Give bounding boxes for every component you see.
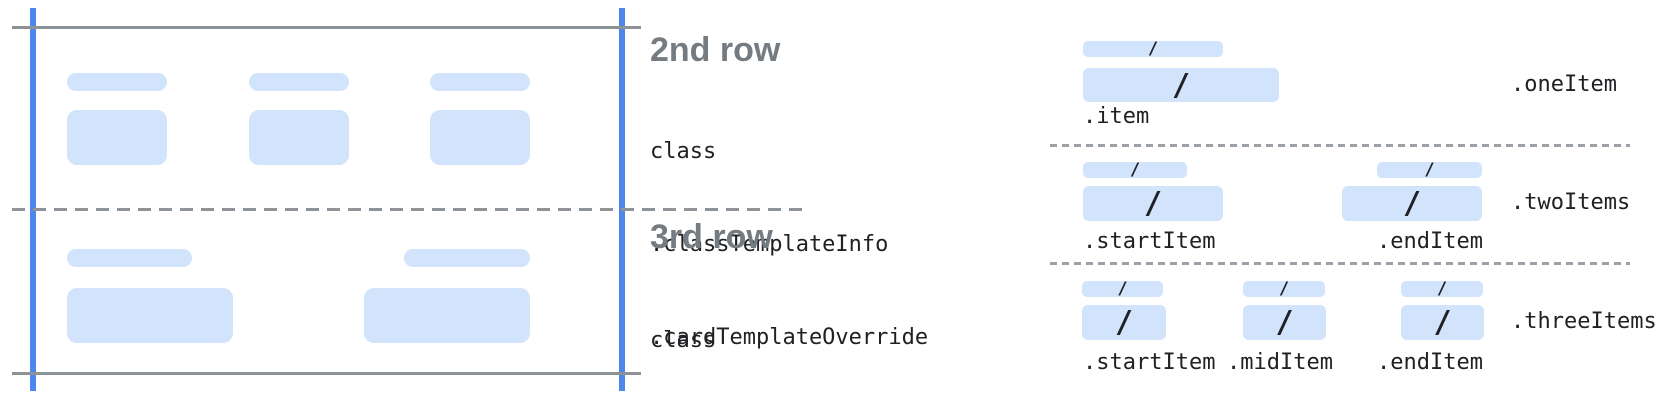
third-row-class-path: class .classTemplateInfo .cardTemplateOv… <box>650 263 968 412</box>
slash-glyph: / <box>1436 279 1448 299</box>
slash-glyph: / <box>1129 160 1141 180</box>
three-items-layout-label: .threeItems <box>1511 309 1657 334</box>
item-value-bar: / <box>1083 186 1223 221</box>
field-value-box <box>67 288 233 343</box>
row-divider-dashed-line <box>12 208 805 211</box>
start-item-field-label: .startItem <box>1083 350 1216 375</box>
item-value-bar: / <box>1342 186 1482 221</box>
layout-divider-dotted-line <box>1050 262 1630 265</box>
item-value-bar: / <box>1083 67 1279 103</box>
card-right-guide-line <box>619 8 625 391</box>
field-value-box <box>67 110 167 165</box>
item-label-bar: / <box>1082 279 1163 299</box>
code-line: class <box>650 328 717 353</box>
item-label-bar: / <box>1083 39 1223 59</box>
code-line: class <box>650 139 717 164</box>
item-field-label: .item <box>1083 104 1150 129</box>
second-row-heading: 2nd row <box>650 31 781 69</box>
slash-glyph: / <box>1147 39 1159 59</box>
item-value-bar: / <box>1401 305 1484 340</box>
slash-glyph: / <box>1278 279 1290 299</box>
field-label-bar <box>249 73 349 91</box>
slash-glyph: / <box>1171 67 1191 103</box>
second-row-class-path: class .classTemplateInfo .cardTemplateOv… <box>650 74 968 412</box>
field-label-bar <box>67 249 192 267</box>
item-label-bar: / <box>1083 160 1187 180</box>
one-item-layout-label: .oneItem <box>1511 72 1617 97</box>
third-row-heading: 3rd row <box>650 218 773 256</box>
slash-glyph: / <box>1433 305 1452 340</box>
field-value-box <box>430 110 530 165</box>
slash-glyph: / <box>1143 186 1163 221</box>
end-item-field-label: .endItem <box>1377 350 1483 375</box>
slash-glyph: / <box>1424 160 1435 180</box>
card-left-guide-line <box>30 8 36 391</box>
card-top-guide-line <box>12 26 641 29</box>
card-bottom-guide-line <box>12 372 641 375</box>
layout-divider-dotted-line <box>1050 144 1630 147</box>
field-value-box <box>364 288 530 343</box>
end-item-field-label: .endItem <box>1377 229 1483 254</box>
item-value-bar: / <box>1243 305 1326 340</box>
code-line: .classTemplateInfo <box>650 232 889 257</box>
field-value-box <box>249 110 349 165</box>
item-value-bar: / <box>1082 305 1166 340</box>
slash-glyph: / <box>1114 305 1134 340</box>
field-label-bar <box>404 249 530 267</box>
field-label-bar <box>67 73 167 91</box>
field-label-bar <box>430 73 530 91</box>
slash-glyph: / <box>1275 305 1294 340</box>
item-label-bar: / <box>1401 279 1483 299</box>
slash-glyph: / <box>1117 279 1128 299</box>
two-items-layout-label: .twoItems <box>1511 190 1631 215</box>
start-item-field-label: .startItem <box>1083 229 1216 254</box>
mid-item-field-label: .midItem <box>1227 350 1333 375</box>
code-line: .cardTemplateOverride <box>650 325 929 350</box>
item-label-bar: / <box>1243 279 1325 299</box>
slash-glyph: / <box>1402 186 1422 221</box>
item-label-bar: / <box>1377 160 1482 180</box>
